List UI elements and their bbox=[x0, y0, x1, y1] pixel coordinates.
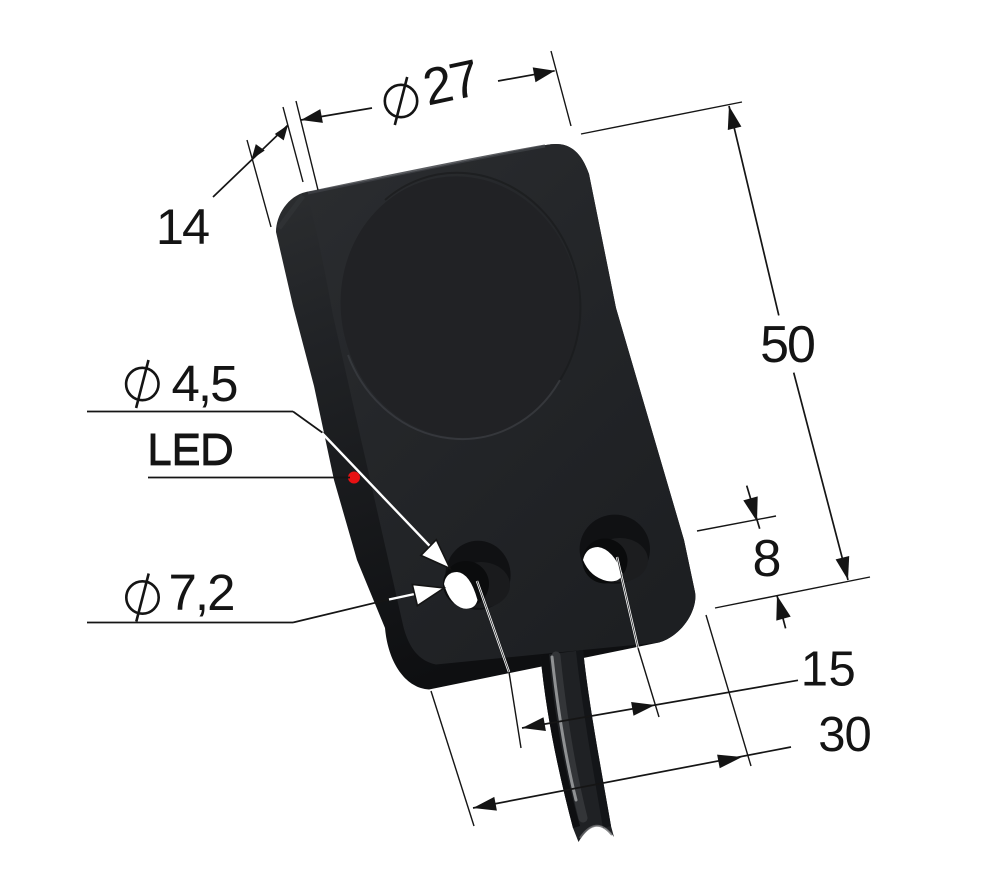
svg-text:8: 8 bbox=[753, 530, 782, 588]
svg-text:27: 27 bbox=[418, 49, 483, 117]
svg-text:50: 50 bbox=[760, 316, 814, 374]
svg-text:30: 30 bbox=[818, 708, 871, 762]
svg-text:4,5: 4,5 bbox=[172, 355, 238, 412]
svg-text:15: 15 bbox=[801, 643, 857, 697]
svg-text:14: 14 bbox=[156, 198, 209, 255]
svg-text:7,2: 7,2 bbox=[169, 564, 234, 621]
